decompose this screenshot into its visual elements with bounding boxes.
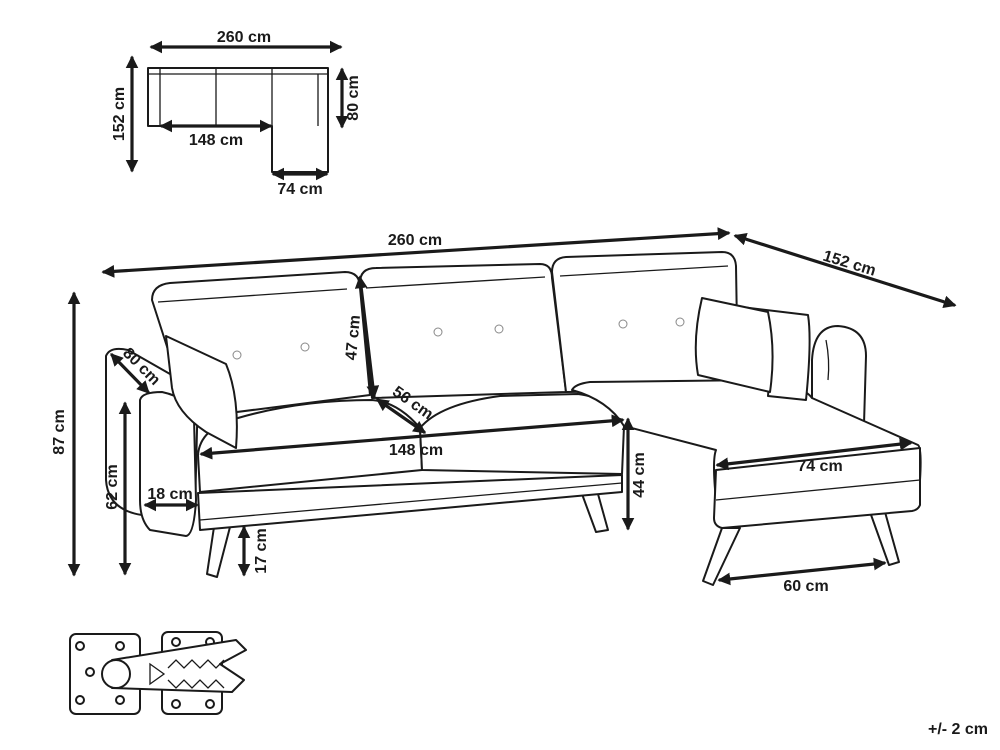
top-back-label: 80 cm	[345, 75, 362, 120]
sofa-leg	[206, 526, 231, 578]
screw-icon	[85, 667, 95, 677]
screw-icon	[115, 695, 125, 705]
overall-width-label: 260 cm	[388, 232, 442, 249]
leg-span-label: 60 cm	[783, 578, 828, 595]
screw-icon	[115, 641, 125, 651]
overall-width-arrow	[101, 227, 731, 278]
backrest-height-arrow	[354, 275, 380, 399]
chaise-armrest	[811, 325, 867, 425]
sofa-leg	[869, 511, 900, 566]
backrest-middle	[359, 263, 567, 399]
screw-icon	[171, 637, 181, 647]
armrest-seam	[825, 339, 830, 381]
seat-width-arrow	[199, 414, 625, 460]
seat-width-label: 148 cm	[389, 442, 443, 459]
tufted-button	[494, 324, 504, 334]
seat-height-label: 44 cm	[631, 452, 648, 497]
top-depth-label: 152 cm	[111, 87, 128, 141]
top-view: 260 cm 152 cm 148 cm 80 cm 74 cm	[111, 29, 362, 198]
backrest-seam	[157, 288, 348, 303]
leg-height-label: 17 cm	[253, 528, 270, 573]
sofa-leg	[581, 493, 609, 533]
height-label: 87 cm	[51, 409, 68, 454]
top-seat-label: 148 cm	[189, 132, 243, 149]
screw-icon	[75, 641, 85, 651]
tufted-button	[300, 342, 310, 352]
backrest-seam	[365, 276, 546, 289]
chaise-seam	[715, 479, 921, 501]
pivot-icon	[101, 659, 131, 689]
chaise-width-arrow	[715, 437, 913, 471]
base-line	[199, 482, 623, 521]
screw-icon	[171, 699, 181, 709]
tufted-button	[433, 327, 443, 337]
armrest-width-label: 18 cm	[147, 486, 192, 503]
chaise-width-label: 74 cm	[797, 458, 842, 475]
backrest-height-label: 47 cm	[343, 314, 364, 361]
top-view-outline	[147, 67, 329, 173]
screw-icon	[75, 695, 85, 705]
tufted-button	[618, 319, 628, 329]
sofa-drawing	[105, 251, 922, 586]
top-width-label: 260 cm	[217, 29, 271, 46]
mechanism-triangle	[149, 662, 166, 686]
chaise-pillow-front	[694, 297, 774, 393]
ratchet-arm	[111, 639, 247, 693]
armrest-depth-arrow	[110, 353, 150, 394]
hinge-mechanism	[69, 631, 247, 715]
armrest-height-label: 62 cm	[104, 464, 121, 509]
ratchet-teeth	[167, 659, 225, 689]
chaise-length-arrow	[733, 232, 957, 309]
tufted-button	[675, 317, 685, 327]
chaise-length-label: 152 cm	[821, 248, 878, 280]
sofa-leg	[702, 527, 741, 586]
top-chaise-label: 74 cm	[277, 181, 322, 198]
tolerance-note: +/- 2 cm	[928, 721, 988, 738]
leg-span-arrow	[717, 557, 887, 586]
screw-icon	[205, 699, 215, 709]
tufted-button	[232, 350, 242, 360]
